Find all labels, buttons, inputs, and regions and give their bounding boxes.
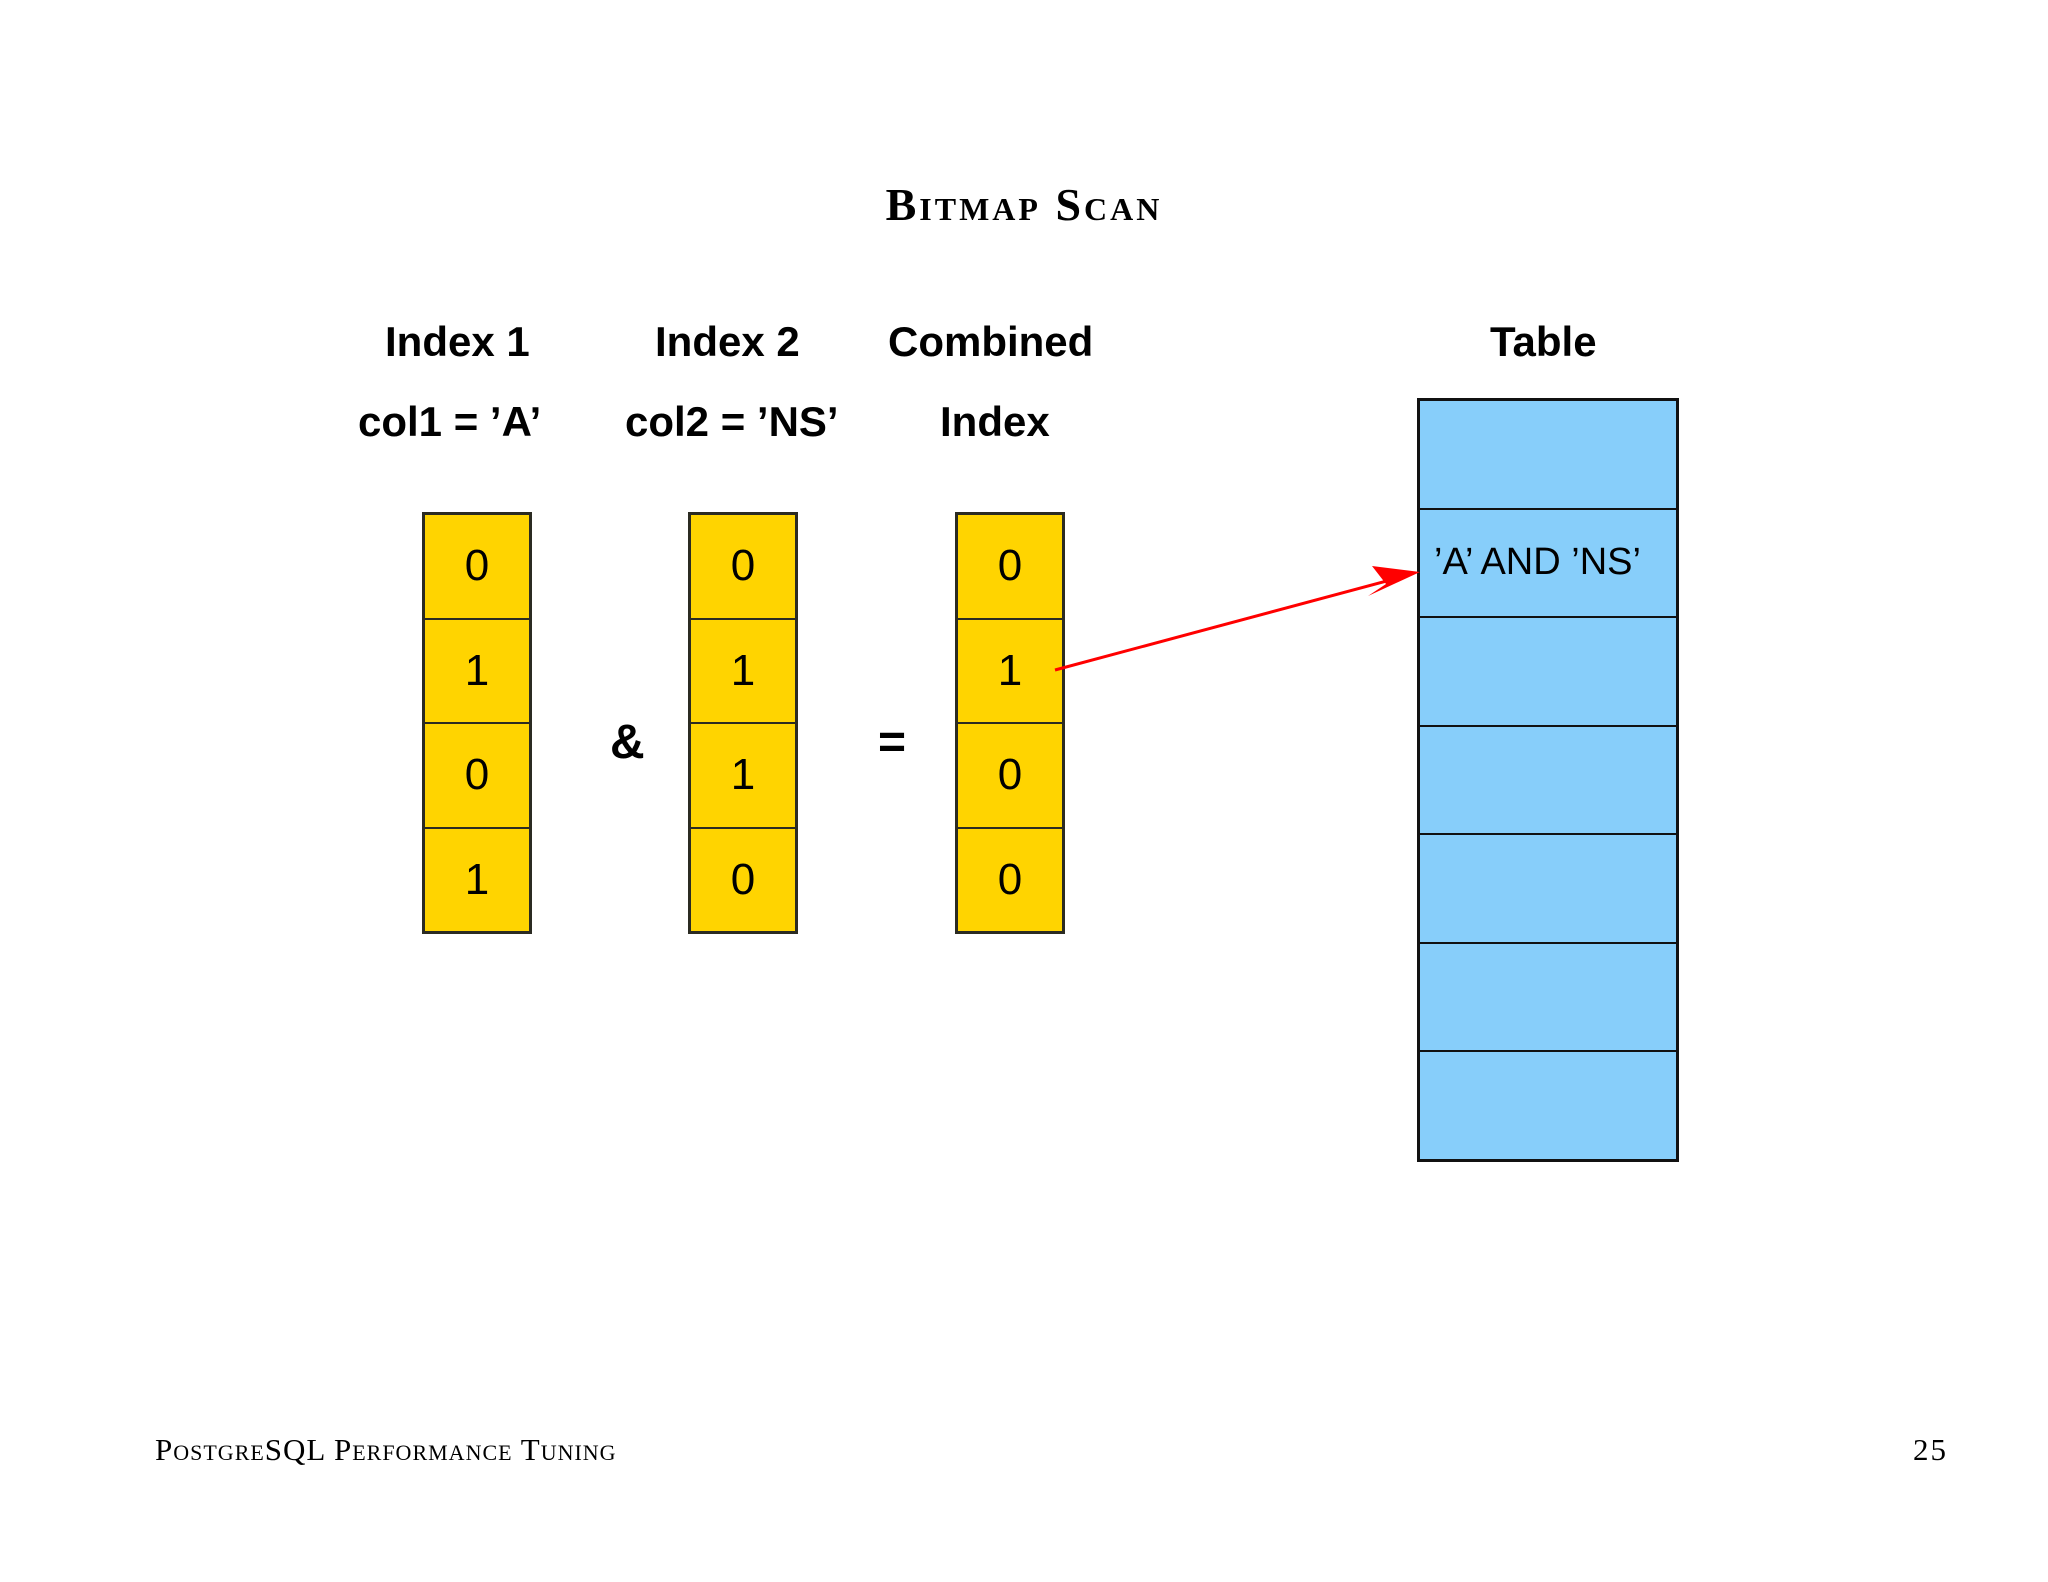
and-operator: & (610, 716, 645, 769)
bitmap-cell: 0 (425, 724, 529, 829)
header-combined: Combined (888, 318, 1094, 365)
heap-table: ’A’ AND ’NS’ (1417, 398, 1679, 1162)
table-row (1420, 835, 1676, 944)
bitmap-cell: 1 (691, 724, 795, 829)
table-row-match: ’A’ AND ’NS’ (1420, 509, 1676, 619)
bitmap-cell: 0 (425, 515, 529, 620)
bitmap-cell: 1 (425, 619, 529, 724)
table-row (1420, 1052, 1676, 1160)
page-title: Bitmap Scan (885, 179, 1163, 230)
bitmap-cell: 0 (691, 515, 795, 620)
bitmap-cell: 1 (958, 619, 1062, 724)
combined-bitmap: 0 1 0 0 (955, 512, 1065, 934)
footer-title: PostgreSQL Performance Tuning (155, 1432, 617, 1467)
bitmap-cell: 1 (425, 828, 529, 931)
bitmap-cell: 0 (958, 828, 1062, 931)
table-row (1420, 943, 1676, 1053)
bitmap-cell: 1 (691, 619, 795, 724)
page-number: 25 (1913, 1432, 1948, 1467)
header-table: Table (1490, 318, 1597, 365)
index1-bitmap: 0 1 0 1 (422, 512, 532, 934)
header-col2-condition: col2 = ’NS’ (625, 398, 839, 445)
table-row (1420, 726, 1676, 836)
table-row (1420, 401, 1676, 510)
bitmap-cell: 0 (958, 515, 1062, 620)
header-index1: Index 1 (385, 318, 530, 365)
index2-bitmap: 0 1 1 0 (688, 512, 798, 934)
bitmap-cell: 0 (691, 828, 795, 931)
bitmap-cell: 0 (958, 724, 1062, 829)
header-index2: Index 2 (655, 318, 800, 365)
equals-operator: = (878, 716, 907, 769)
header-index-word: Index (940, 398, 1050, 445)
header-col1-condition: col1 = ’A’ (358, 398, 542, 445)
table-row (1420, 618, 1676, 727)
